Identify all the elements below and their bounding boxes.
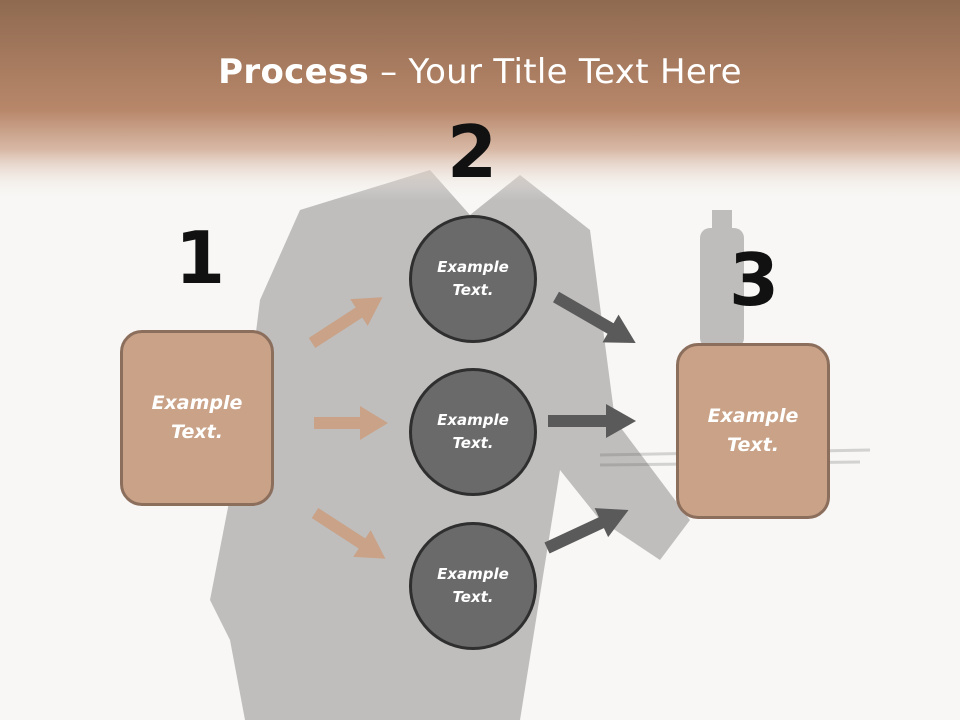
arrow-right-up xyxy=(544,508,629,554)
step-3-box-text: Example Text. xyxy=(707,405,799,456)
arrow-left-up xyxy=(308,297,383,349)
circle-top-text: Example Text. xyxy=(437,258,509,299)
right-arrows xyxy=(544,291,636,554)
step-2-circle-bottom: Example Text. xyxy=(409,522,537,650)
arrow-left-down xyxy=(311,507,386,559)
arrow-right-down xyxy=(553,291,636,343)
title-bold: Process xyxy=(218,52,370,92)
step-2-circle-middle: Example Text. xyxy=(409,368,537,496)
circle-middle-text: Example Text. xyxy=(437,411,509,452)
step-2-circle-top: Example Text. xyxy=(409,215,537,343)
circle-bottom-text: Example Text. xyxy=(437,565,509,606)
title-rest: – Your Title Text Here xyxy=(369,52,742,92)
arrow-left-middle xyxy=(314,406,388,440)
step-1-number: 1 xyxy=(174,216,226,300)
step-1-box: Example Text. xyxy=(120,330,274,506)
step-1-box-text: Example Text. xyxy=(151,392,243,443)
step-3-box: Example Text. xyxy=(676,343,830,519)
step-3-number: 3 xyxy=(728,238,780,322)
slide-title: Process – Your Title Text Here xyxy=(0,52,960,92)
arrow-right-middle xyxy=(548,404,636,438)
left-arrows xyxy=(308,297,388,559)
step-2-number: 2 xyxy=(446,110,498,194)
